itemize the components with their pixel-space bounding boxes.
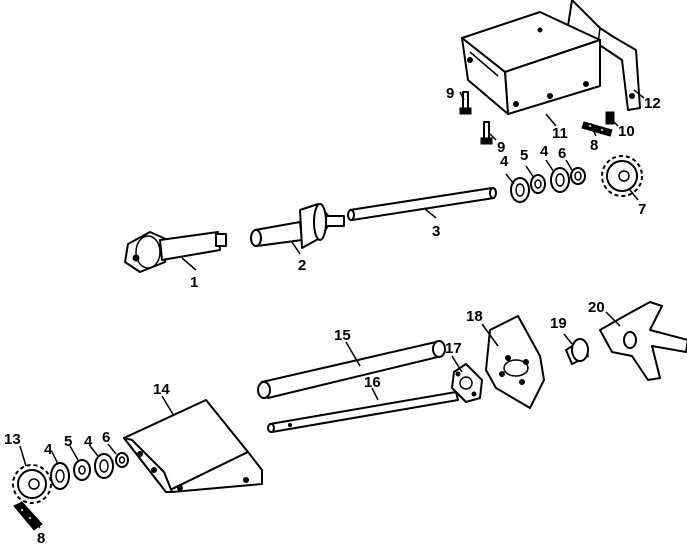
part-19-bushing bbox=[565, 338, 589, 365]
callout-4-lower-b: 4 bbox=[84, 433, 93, 450]
part-5-bearing-upper bbox=[530, 174, 546, 194]
part-9-bolt-upper bbox=[459, 91, 472, 115]
part-6-collar-lower bbox=[115, 452, 129, 468]
callout-9-lower: 9 bbox=[497, 139, 505, 156]
callouts: 1 2 3 4 5 4 6 7 8 9 9 10 11 12 13 4 5 4 … bbox=[4, 85, 661, 547]
callout-11: 11 bbox=[552, 125, 568, 142]
callout-4-lower-a: 4 bbox=[44, 441, 53, 458]
callout-1: 1 bbox=[190, 274, 198, 291]
callout-3: 3 bbox=[432, 223, 440, 240]
callout-5-upper: 5 bbox=[520, 147, 528, 164]
callout-7: 7 bbox=[638, 201, 646, 218]
callout-6-lower: 6 bbox=[102, 429, 110, 446]
part-5-bearing-lower bbox=[73, 459, 91, 481]
callout-9-upper: 9 bbox=[446, 85, 454, 102]
callout-8-upper: 8 bbox=[590, 137, 598, 154]
callout-2: 2 bbox=[298, 257, 306, 274]
part-7-sprocket bbox=[601, 155, 643, 197]
part-18-plate bbox=[485, 315, 545, 409]
part-13-sprocket bbox=[12, 464, 52, 504]
part-17-flange-bearing bbox=[451, 363, 483, 403]
callout-13: 13 bbox=[4, 431, 21, 448]
callout-20: 20 bbox=[588, 299, 605, 316]
callout-12: 12 bbox=[644, 95, 661, 112]
part-4-washer-lower-a bbox=[50, 462, 70, 490]
part-10-bolt bbox=[605, 111, 615, 125]
callout-6-upper: 6 bbox=[558, 145, 566, 162]
part-6-collar-upper bbox=[570, 167, 586, 185]
callout-18: 18 bbox=[466, 308, 483, 325]
part-14-shield bbox=[123, 399, 263, 493]
part-9-bolt-lower bbox=[480, 121, 493, 145]
callout-8-lower: 8 bbox=[37, 530, 45, 547]
part-4-washer-upper-b bbox=[550, 167, 570, 193]
part-8-chain-lower bbox=[13, 501, 43, 531]
callout-14: 14 bbox=[153, 381, 170, 398]
part-4-washer-upper-a bbox=[510, 177, 530, 203]
part-2-coupler-shaft bbox=[250, 203, 345, 249]
callout-4-upper-b: 4 bbox=[540, 143, 549, 160]
callout-4-upper-a: 4 bbox=[500, 153, 509, 170]
part-11-shield bbox=[461, 11, 601, 115]
part-8-chain-upper bbox=[581, 121, 613, 137]
part-4-washer-lower-b bbox=[94, 453, 114, 479]
part-3-shaft bbox=[347, 187, 497, 221]
callout-17: 17 bbox=[445, 340, 462, 357]
callout-16: 16 bbox=[364, 374, 381, 391]
callout-10: 10 bbox=[618, 123, 635, 140]
part-15-tube bbox=[257, 340, 446, 399]
callout-5-lower: 5 bbox=[64, 433, 72, 450]
callout-19: 19 bbox=[550, 315, 567, 332]
part-20-bracket bbox=[599, 301, 687, 381]
leader-lines bbox=[19, 89, 645, 529]
part-1-input-shaft bbox=[124, 231, 227, 273]
part-16-shaft bbox=[267, 391, 459, 433]
callout-15: 15 bbox=[334, 327, 351, 344]
